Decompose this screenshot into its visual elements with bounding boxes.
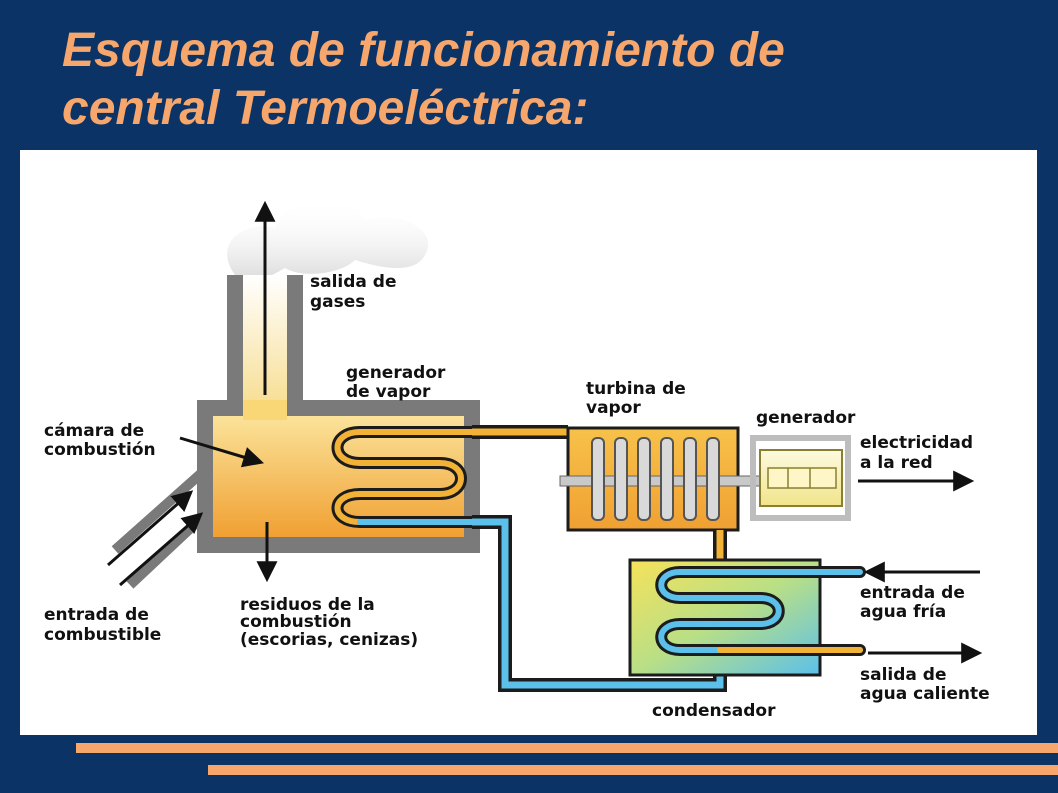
power-plant-diagram: salida de gases generador de vapor cámar… <box>44 198 990 721</box>
label-residuos: residuos de la combustión (escorias, cen… <box>240 595 418 650</box>
steam-generator-coil <box>331 426 496 528</box>
label-generador-vapor: generador de vapor <box>346 363 451 402</box>
accent-bar-lower <box>208 765 1058 775</box>
flow-arrows <box>107 200 983 664</box>
label-salida-agua-caliente: salida de agua caliente <box>860 665 990 704</box>
slide-title-line-1: Esquema de funcionamiento de <box>62 24 785 77</box>
label-generador: generador <box>756 408 856 428</box>
fuel-inlet-duct <box>111 466 214 589</box>
label-entrada-agua-fria: entrada de agua fría <box>860 583 971 622</box>
arrow-into-chamber <box>179 436 265 468</box>
label-entrada-combustible: entrada de combustible <box>44 605 161 645</box>
slide-title-line-2: central Termoeléctrica: <box>62 82 589 135</box>
diagram-panel: salida de gases generador de vapor cámar… <box>20 150 1037 735</box>
label-salida-gases: salida de gases <box>310 272 402 312</box>
label-turbina-vapor: turbina de vapor <box>586 379 692 418</box>
arrow-fuel-in-2 <box>119 512 204 587</box>
accent-bar-upper <box>76 743 1058 753</box>
electric-generator <box>750 435 851 521</box>
steam-turbine <box>559 426 801 560</box>
label-electricidad: electricidad a la red <box>860 433 979 473</box>
turbine-blades <box>591 437 720 521</box>
label-condensador: condensador <box>652 701 776 721</box>
smoke-plume <box>227 198 429 282</box>
slide-title: Esquema de funcionamiento de central Ter… <box>62 22 1002 138</box>
arrow-fuel-in-1 <box>107 490 194 567</box>
label-camara-combustion: cámara de combustión <box>44 421 156 460</box>
condenser <box>628 558 866 677</box>
